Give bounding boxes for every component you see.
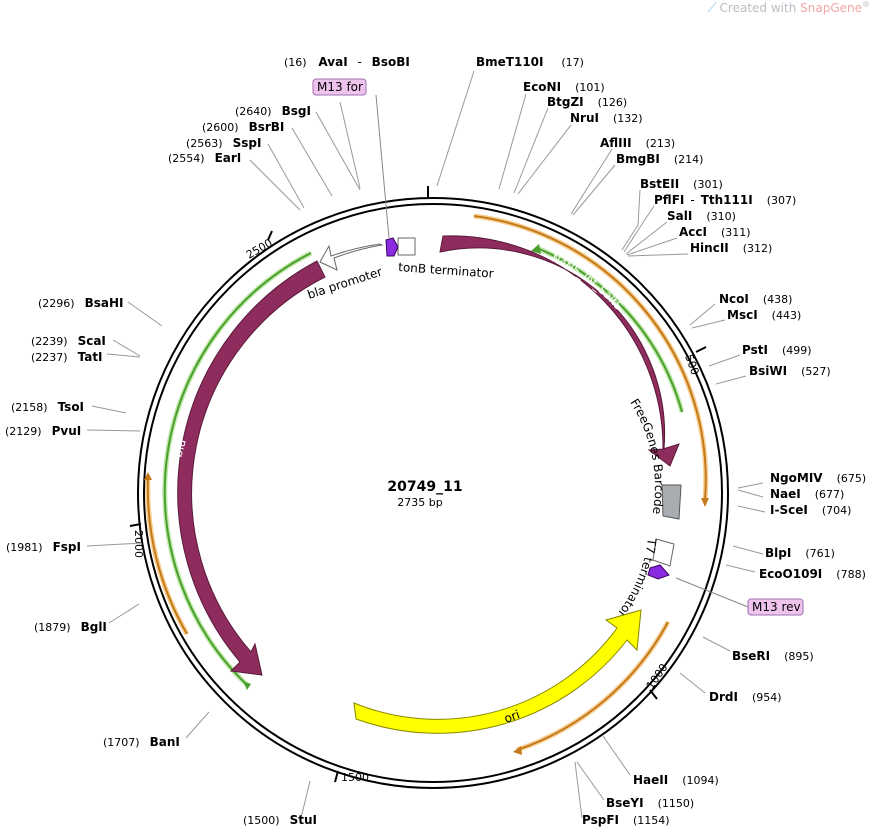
site-nrui: NruI(132) [570,111,643,125]
site-econi: EcoNI(101) [523,80,605,94]
site-bmet110i-name: BmeT110I [476,55,544,69]
site-fspi: (1981)FspI [6,540,81,554]
snapgene-watermark: ⟋Created with SnapGene® [707,0,870,16]
site-sspi: (2563)SspI [186,136,261,150]
site-bgli: (1879)BglI [34,620,107,634]
site-bmet110i: BmeT110I (17) [476,55,584,69]
site-labels: (16) AvaI - BsoBI BmeT110I (17) EcoNI(10… [5,55,866,827]
feature-n4n5-int-salts [439,235,680,467]
site-bsobi-name: BsoBI [372,55,410,69]
tick-label-2000: 2000 [132,530,145,558]
feature-bla [177,260,326,676]
site-pflfi: PflFI-Tth111I(307) [654,193,796,207]
feature-tonb-terminator [397,237,416,256]
label-bla: bla [170,437,189,458]
site-tsoi: (2158)TsoI [11,400,84,414]
site-avai: (16) AvaI - BsoBI [284,55,410,69]
site-bsgi: (2640)BsgI [235,104,311,118]
site-haeii: HaeII(1094) [633,773,719,787]
site-afliii: AflIII(213) [600,136,675,150]
orf-green-right-arrow [531,244,541,254]
site-bsahi: (2296)BsaHI [38,296,123,310]
site-pvui: (2129)PvuI [5,424,81,438]
site-bmet110i-pos: (17) [561,56,584,69]
site-eari: (2554)EarI [168,151,241,165]
site-bani: (1707)BanI [103,735,180,749]
site-leaders [86,70,766,819]
site-bmgbi: BmgBI(214) [616,152,703,166]
site-tati: (2237)TatI [31,350,103,364]
site-psti: PstI(499) [742,343,812,357]
site-scai: (2239)ScaI [31,334,106,348]
site-naei: NaeI(677) [770,487,844,501]
label-tonb-terminator: tonB terminator [398,260,494,281]
label-m13-for: M13 for [317,80,363,94]
watermark-brand: SnapGene [800,1,862,15]
site-drdi: DrdI(954) [709,690,782,704]
site-msci: MscI(443) [727,308,801,322]
site-hincii: HincII(312) [690,241,772,255]
primer-m13-for [385,237,399,257]
site-beseri: BseRI(895) [732,649,814,663]
backbone-outer [137,197,729,789]
site-sali: SalI(310) [667,209,736,223]
backbone-inner [143,203,723,783]
site-avai-pos: (16) [284,56,307,69]
feature-t7-terminator [652,538,675,567]
site-ecoo109i: EcoO109I(788) [759,567,866,581]
orf-orange-bottom-arrow [513,746,522,755]
site-bsiwi: BsiWI(527) [749,364,831,378]
site-i-scei: I-SceI(704) [770,503,851,517]
plasmid-size: 2735 bp [397,496,442,509]
site-ncoi: NcoI(438) [719,292,792,306]
tick-label-1500: 1500 [341,771,369,784]
scale-ticks [129,230,707,783]
label-t7-terminator: T7 terminator [615,537,659,621]
primer-m13-for-box [312,78,367,96]
watermark-mark: ® [862,0,870,9]
orf-green-left-arrow [243,681,251,690]
tick-label-2500: 2500 [244,236,275,261]
feature-bla-promoter [319,243,384,271]
site-avai-name: AvaI [318,55,347,69]
site-btgzi: BtgZI(126) [547,95,627,109]
label-ori: ori [502,707,521,725]
primer-m13-rev [647,564,670,580]
orf-orange-left-arrow [144,472,152,480]
site-ngomiv: NgoMIV(675) [770,471,866,485]
site-acci: AccI(311) [679,225,751,239]
plasmid-name: 20749_11 [387,479,462,495]
feature-freegenes-barcode [661,484,682,520]
tick-label-1000: 1000 [644,661,671,691]
site-blpi: BlpI(761) [765,546,835,560]
site-bsrbi: (2600)BsrBI [202,120,284,134]
watermark-prefix: Created with [719,1,801,15]
site-bseyi: BseYI(1150) [606,796,694,810]
orf-orange-right-arrow [701,498,709,507]
site-bsteii: BstEII(301) [640,177,723,191]
snapgene-logo-icon: ⟋ [707,1,717,16]
label-t7-terminator-text: T7 terminator [615,537,659,621]
site-stui: (1500)StuI [243,813,317,827]
site-pspfi: PspFI(1154) [582,813,670,827]
feature-ori [353,609,642,734]
label-m13-rev: M13 rev [752,600,801,614]
